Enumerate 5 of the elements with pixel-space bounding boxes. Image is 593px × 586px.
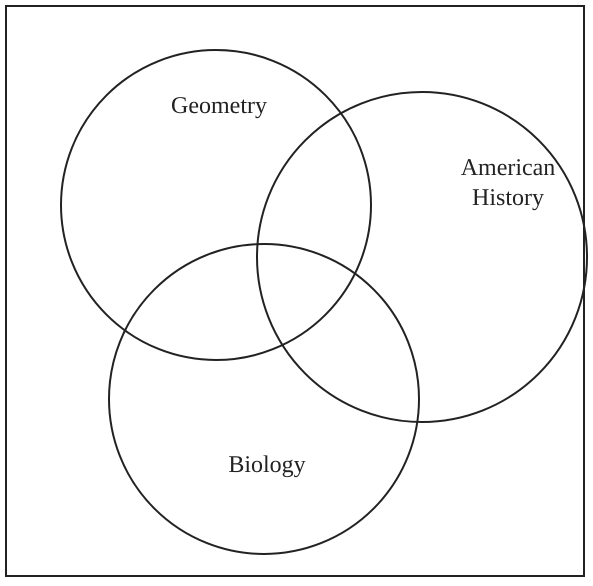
venn-circle bbox=[108, 243, 420, 555]
set-label: Biology bbox=[227, 451, 307, 480]
set-label: American History bbox=[460, 154, 556, 213]
venn-circle bbox=[60, 49, 372, 361]
set-label: Geometry bbox=[170, 92, 268, 121]
